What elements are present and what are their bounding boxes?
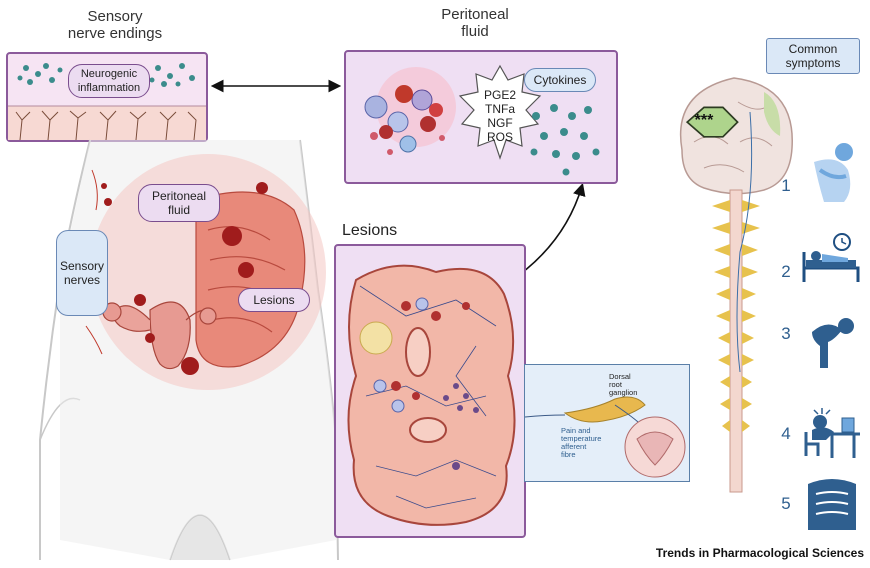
spinal-cord-inset: Dorsal root ganglion Pain and temperatur… xyxy=(524,364,690,482)
brain-spine-illustration xyxy=(679,77,793,493)
neurogenic-inflammation-label: Neurogenic inflammation xyxy=(68,64,150,98)
spinal-cord-illustration xyxy=(524,396,686,478)
nerve-endings-panel: Neurogenic inflammation xyxy=(6,52,208,142)
symptom-number-5: 5 xyxy=(781,494,791,513)
journal-credit: Trends in Pharmacological Sciences xyxy=(655,546,864,560)
cytokine-dots xyxy=(530,104,600,176)
stars-label: *** xyxy=(694,112,714,129)
lesion-tissue-illustration xyxy=(347,264,516,526)
mediator-star-shape xyxy=(458,64,542,160)
symptom-number-4: 4 xyxy=(781,424,791,443)
mediator-pge2: PGE2 xyxy=(483,88,516,102)
peritoneal-fluid-body-label: Peritoneal fluid xyxy=(138,184,220,222)
mediator-ngf: NGF xyxy=(487,116,513,130)
sensory-nerve-endings-title: Sensory nerve endings xyxy=(67,8,163,42)
immune-cells-illustration xyxy=(364,67,456,155)
fatigue-icon xyxy=(812,318,854,368)
intestine-icon xyxy=(808,479,856,530)
work-stress-icon xyxy=(804,408,860,458)
sleep-disturbance-icon xyxy=(802,233,860,282)
lesions-panel xyxy=(334,244,526,538)
lesions-title: Lesions xyxy=(342,222,398,239)
mediator-tnfa: TNFa xyxy=(485,102,515,116)
abdominal-pain-icon xyxy=(814,143,853,202)
lesions-label: Lesions xyxy=(238,288,310,312)
peritoneal-fluid-panel: PGE2 TNFa NGF ROS Cytokines xyxy=(344,50,618,184)
symptom-number-2: 2 xyxy=(781,262,791,281)
sensory-nerves-label: Sensory nerves xyxy=(56,230,108,316)
mediator-list: PGE2 TNFa NGF ROS xyxy=(468,88,532,144)
dorsal-root-ganglion-label: Dorsal root ganglion xyxy=(609,372,638,397)
common-symptoms-label: Common symptoms xyxy=(766,38,860,74)
mediator-ros: ROS xyxy=(486,130,513,144)
symptom-number-3: 3 xyxy=(781,324,791,343)
peritoneal-fluid-title: Peritoneal fluid xyxy=(441,6,509,40)
pain-fibre-label: Pain and temperature afferent fibre xyxy=(561,426,602,459)
cytokines-label: Cytokines xyxy=(524,68,596,92)
nerve-endings-illustration xyxy=(8,63,206,141)
symptom-number-1: 1 xyxy=(781,176,791,195)
